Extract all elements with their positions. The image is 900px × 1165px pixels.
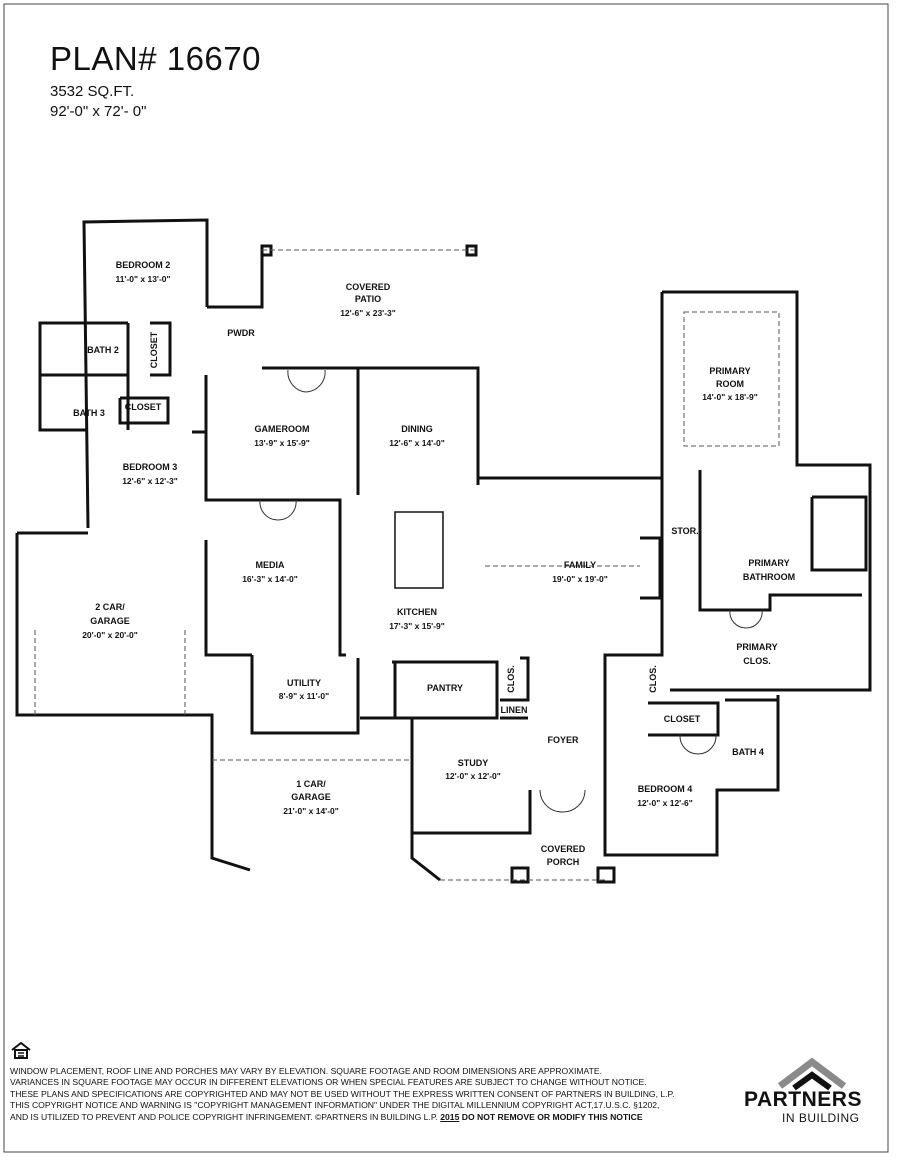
study-label: STUDY [458, 758, 489, 768]
disclaimer: WINDOW PLACEMENT, ROOF LINE AND PORCHES … [10, 1066, 740, 1123]
clos-foyer-label: CLOS. [506, 665, 516, 693]
bedroom3-label: BEDROOM 3 [123, 462, 178, 472]
kitchen-label: KITCHEN [397, 607, 437, 617]
pantry-label: PANTRY [427, 683, 463, 693]
closet-b3-label: CLOSET [125, 402, 162, 412]
primary-bathroom-label-2: BATHROOM [743, 572, 795, 582]
covered-patio-size: 12'-6" x 23'-3" [340, 308, 396, 318]
utility-size: 8'-9" x 11'-0" [279, 691, 329, 701]
primary-room-label-1: PRIMARY [709, 366, 750, 376]
stor-label: STOR. [671, 526, 698, 536]
bedroom4-label: BEDROOM 4 [638, 784, 693, 794]
garage1-label-1: 1 CAR/ [296, 779, 326, 789]
covered-patio-label-1: COVERED [346, 282, 391, 292]
bath2-label: BATH 2 [87, 345, 119, 355]
primary-clos-label-1: PRIMARY [736, 642, 777, 652]
disclaimer-line-2: VARIANCES IN SQUARE FOOTAGE MAY OCCUR IN… [10, 1077, 647, 1088]
partners-roof-logo [777, 1058, 847, 1091]
utility-label: UTILITY [287, 678, 321, 688]
primary-clos-label-2: CLOS. [743, 656, 771, 666]
bedroom2-size: 11'-0" x 13'-0" [115, 274, 170, 284]
primary-room-label-2: ROOM [716, 379, 744, 389]
family-size: 19'-0" x 19'-0" [552, 574, 608, 584]
gameroom-label: GAMEROOM [255, 424, 310, 434]
garage2-size: 20'-0" x 20'-0" [82, 630, 138, 640]
foyer-label: FOYER [547, 735, 579, 745]
disclaimer-line-4: THIS COPYRIGHT NOTICE AND WARNING IS "CO… [10, 1100, 660, 1111]
study-size: 12'-0" x 12'-0" [445, 771, 501, 781]
dining-label: DINING [401, 424, 433, 434]
dining-size: 12'-6" x 14'-0" [389, 438, 445, 448]
closet-b4-label: CLOSET [664, 714, 701, 724]
bath4-label: BATH 4 [732, 747, 764, 757]
covered-patio-label-2: PATIO [355, 294, 381, 304]
linen-label: LINEN [501, 705, 528, 715]
overall-dimensions: 92'-0" x 72'- 0" [50, 103, 147, 120]
equal-housing-icon [11, 1041, 31, 1059]
copyright-year: 2015 [440, 1111, 460, 1122]
brand-name: PARTNERS [744, 1088, 862, 1111]
covered-porch-label-1: COVERED [541, 844, 586, 854]
notice-warning: DO NOT REMOVE OR MODIFY THIS NOTICE [461, 1111, 643, 1122]
kitchen-size: 17'-3" x 15'-9" [389, 621, 445, 631]
garage1-size: 21'-0" x 14'-0" [283, 806, 339, 816]
bedroom2-label: BEDROOM 2 [116, 260, 171, 270]
pwdr-label: PWDR [227, 328, 255, 338]
disclaimer-line-5-wrap: AND IS UTILIZED TO PREVENT AND POLICE CO… [10, 1112, 740, 1123]
garage2-label-2: GARAGE [90, 616, 130, 626]
clos-b4-label: CLOS. [648, 665, 658, 693]
plan-number: PLAN# 16670 [50, 40, 261, 77]
bedroom4-size: 12'-0" x 12'-6" [637, 798, 693, 808]
garage1-label-2: GARAGE [291, 792, 331, 802]
primary-bathroom-label-1: PRIMARY [748, 558, 789, 568]
bedroom3-size: 12'-6" x 12'-3" [122, 476, 178, 486]
gameroom-size: 13'-9" x 15'-9" [254, 438, 310, 448]
media-size: 16'-3" x 14'-0" [242, 574, 298, 584]
square-footage: 3532 SQ.FT. [50, 83, 135, 100]
disclaimer-line-1: WINDOW PLACEMENT, ROOF LINE AND PORCHES … [10, 1066, 602, 1076]
media-label: MEDIA [256, 560, 286, 570]
family-label: FAMILY [564, 560, 596, 570]
closet-b2-label: CLOSET [149, 331, 159, 368]
bath3-label: BATH 3 [73, 408, 105, 418]
disclaimer-line-3: THESE PLANS AND SPECIFICATIONS ARE COPYR… [10, 1088, 675, 1099]
covered-porch-label-2: PORCH [547, 857, 580, 867]
disclaimer-line-5: AND IS UTILIZED TO PREVENT AND POLICE CO… [10, 1111, 438, 1122]
garage2-label-1: 2 CAR/ [95, 602, 125, 612]
primary-room-size: 14'-0" x 18'-9" [702, 392, 758, 402]
brand-tagline: IN BUILDING [782, 1111, 860, 1125]
